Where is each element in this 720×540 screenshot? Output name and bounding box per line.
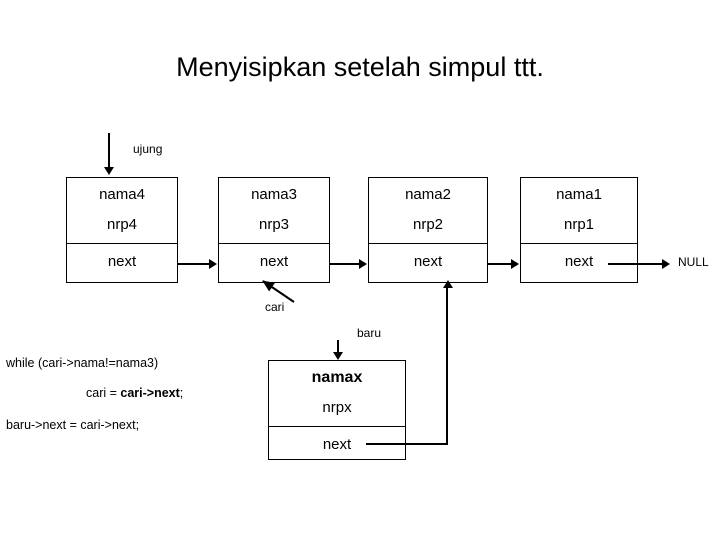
- baru-pointer-line: [337, 340, 339, 354]
- node-next-cell: next: [67, 244, 177, 282]
- node-nrp: nrp1: [563, 216, 595, 233]
- list-node: nama1 nrp1 next: [520, 177, 638, 283]
- baru-label: baru: [357, 326, 382, 340]
- list-node: nama3 nrp3 next: [218, 177, 330, 283]
- node-link-line: [488, 263, 511, 265]
- node-data-cell: nama4 nrp4: [67, 178, 177, 244]
- code-line-while: while (cari->nama!=nama3): [6, 356, 159, 370]
- new-node-data-cell: namax nrpx: [269, 361, 405, 427]
- node-name: nama3: [251, 186, 297, 203]
- new-node-next-label: next: [322, 436, 352, 453]
- node-nrp: nrp4: [106, 216, 138, 233]
- node-link-arrowhead: [359, 259, 367, 269]
- node-link-arrowhead: [511, 259, 519, 269]
- node-data-cell: nama2 nrp2: [369, 178, 487, 244]
- code-assign-prefix: cari =: [86, 386, 121, 400]
- node-nrp: nrp3: [258, 216, 290, 233]
- new-node-next-cell: next: [269, 427, 405, 459]
- baru-next-link-arrowhead: [443, 280, 453, 288]
- baru-pointer-arrowhead: [333, 352, 343, 360]
- node-next-label: next: [413, 253, 443, 270]
- null-link-arrowhead: [662, 259, 670, 269]
- code-line-assign: cari = cari->next;: [86, 386, 183, 400]
- node-link-line: [178, 263, 209, 265]
- node-data-cell: nama3 nrp3: [219, 178, 329, 244]
- node-link-arrowhead: [209, 259, 217, 269]
- code-assign-suffix: ;: [179, 386, 184, 400]
- code-assign-bold: cari->next: [120, 386, 180, 400]
- list-node: nama2 nrp2 next: [368, 177, 488, 283]
- node-next-label: next: [107, 253, 137, 270]
- new-node-name: namax: [311, 369, 363, 386]
- node-name: nama4: [99, 186, 145, 203]
- node-next-label: next: [259, 253, 289, 270]
- node-link-line: [330, 263, 359, 265]
- node-next-cell: next: [219, 244, 329, 282]
- node-next-cell: next: [369, 244, 487, 282]
- null-link-line: [608, 263, 662, 265]
- node-name: nama2: [405, 186, 451, 203]
- list-node: nama4 nrp4 next: [66, 177, 178, 283]
- ujung-pointer-arrowhead: [104, 167, 114, 175]
- new-node-nrp: nrpx: [322, 399, 352, 416]
- node-name: nama1: [556, 186, 602, 203]
- page-title: Menyisipkan setelah simpul ttt.: [176, 52, 544, 82]
- baru-next-link-horizontal: [366, 443, 448, 445]
- node-next-label: next: [564, 253, 594, 270]
- null-label: NULL: [678, 255, 709, 269]
- new-node: namax nrpx next: [268, 360, 406, 460]
- baru-next-link-vertical: [446, 288, 448, 445]
- node-next-cell: next: [521, 244, 637, 282]
- cari-label: cari: [265, 300, 285, 314]
- node-data-cell: nama1 nrp1: [521, 178, 637, 244]
- cari-pointer-arrow: [258, 276, 302, 308]
- ujung-pointer-line: [108, 133, 110, 167]
- cari-arrow-svg: [262, 280, 295, 303]
- ujung-label: ujung: [133, 142, 163, 156]
- code-line-baru-next: baru->next = cari->next;: [6, 418, 140, 432]
- node-nrp: nrp2: [412, 216, 444, 233]
